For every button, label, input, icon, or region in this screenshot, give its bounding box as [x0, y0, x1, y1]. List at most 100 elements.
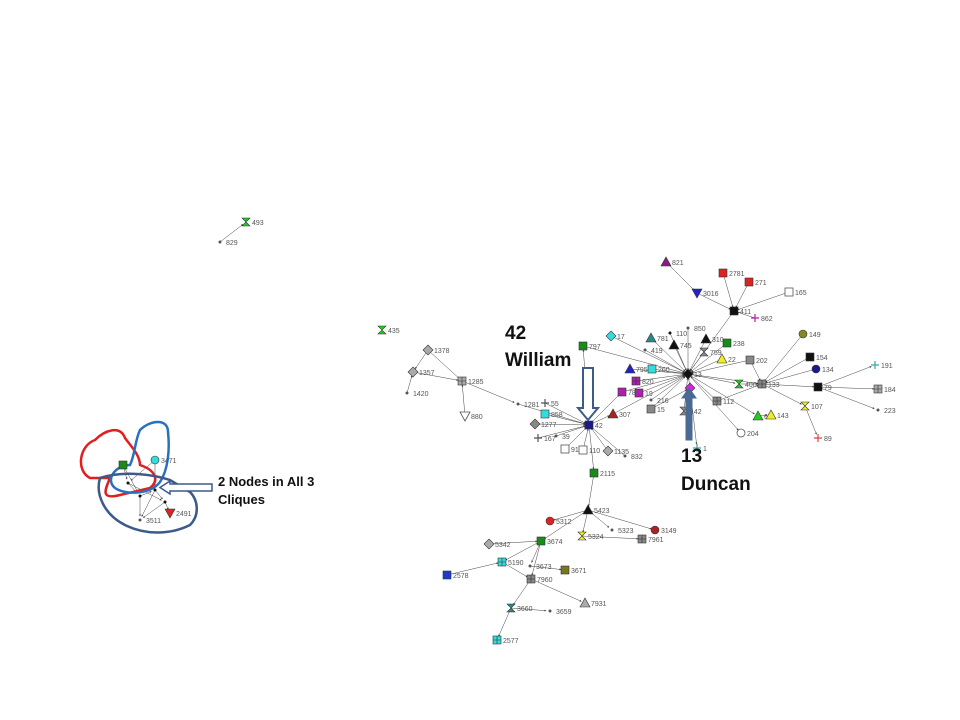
node-797[interactable]: 797: [578, 341, 601, 351]
node-3660[interactable]: 3660: [506, 603, 533, 613]
node-3659[interactable]: 3659: [548, 609, 572, 616]
node-238[interactable]: 238: [722, 338, 745, 348]
node-2115[interactable]: 2115: [589, 468, 615, 478]
node-3673[interactable]: 3673: [528, 564, 552, 571]
node-5423[interactable]: 5423: [582, 504, 610, 515]
node-820[interactable]: 820: [631, 376, 654, 386]
node-15[interactable]: 15: [646, 404, 665, 414]
node-216[interactable]: 216: [649, 398, 669, 405]
node-89[interactable]: 89: [814, 434, 832, 443]
node-310[interactable]: 310: [700, 333, 724, 344]
node-7960[interactable]: 7960: [526, 574, 553, 584]
node-143[interactable]: 143: [765, 409, 789, 420]
node-c1[interactable]: [118, 460, 128, 470]
node-2577[interactable]: 2577: [492, 635, 519, 645]
node-17[interactable]: 17: [605, 330, 625, 342]
node-916[interactable]: 916: [560, 444, 583, 454]
node-493[interactable]: 493: [241, 217, 264, 227]
duncan-name-label: Duncan: [681, 474, 751, 495]
node-5324[interactable]: 5324: [577, 531, 604, 541]
edge-2781-411: [722, 272, 734, 308]
node-107[interactable]: 107: [800, 401, 823, 411]
node-2491[interactable]: 2491: [164, 508, 192, 519]
node-829[interactable]: 829: [218, 240, 238, 247]
node-759[interactable]: 759: [699, 347, 722, 357]
node-5312[interactable]: 5312: [545, 516, 572, 526]
node-271[interactable]: 271: [744, 277, 767, 287]
edge-3471-c3: [130, 459, 156, 481]
node-c5[interactable]: [153, 488, 157, 492]
node-223[interactable]: 223: [876, 408, 896, 415]
node-79[interactable]: 79: [813, 382, 832, 392]
node-55[interactable]: 55: [541, 399, 559, 408]
node-1281[interactable]: 1281: [516, 402, 540, 409]
node-3016[interactable]: 3016: [691, 288, 719, 299]
node-781[interactable]: 781: [645, 332, 669, 343]
node-191b[interactable]: 19: [634, 388, 653, 398]
node-3471[interactable]: 3471: [150, 455, 177, 465]
node-722[interactable]: 22: [716, 353, 736, 364]
node-307[interactable]: 307: [607, 408, 631, 419]
node-1357[interactable]: 1357: [407, 366, 435, 378]
node-c4[interactable]: [138, 494, 142, 498]
node-1135[interactable]: 1135: [602, 445, 629, 457]
node-133[interactable]: 133: [757, 379, 780, 389]
node-149[interactable]: 149: [798, 329, 821, 339]
node-label-17: 17: [617, 334, 625, 341]
node-165[interactable]: 165: [784, 287, 807, 297]
node-1285[interactable]: 1285: [457, 376, 484, 386]
node-3511[interactable]: 3511: [138, 518, 162, 525]
node-marker-1281: [516, 402, 520, 406]
node-112[interactable]: 112: [712, 396, 734, 406]
node-400[interactable]: 400: [734, 379, 757, 389]
node-3674[interactable]: 3674: [536, 536, 563, 546]
node-5190[interactable]: 5190: [497, 557, 524, 567]
node-1102[interactable]: 110: [668, 331, 688, 338]
node-5323[interactable]: 5323: [610, 528, 634, 535]
node-2781[interactable]: 2781: [718, 268, 745, 278]
node-7961[interactable]: 7961: [637, 534, 664, 544]
node-191[interactable]: 191: [871, 361, 893, 370]
node-821[interactable]: 821: [660, 256, 684, 267]
node-862[interactable]: 862: [751, 314, 773, 323]
node-1378[interactable]: 1378: [422, 344, 450, 356]
node-1277[interactable]: 1277: [529, 418, 557, 430]
node-850[interactable]: 850: [686, 326, 706, 333]
node-411[interactable]: 411: [729, 306, 751, 316]
node-419[interactable]: 419: [643, 348, 663, 355]
node-745[interactable]: 745: [668, 339, 692, 350]
node-204[interactable]: 204: [736, 428, 759, 438]
node-5342[interactable]: 5342: [483, 538, 511, 550]
node-label-5312: 5312: [556, 519, 572, 526]
node-76[interactable]: 6: [752, 410, 768, 421]
node-184[interactable]: 184: [873, 384, 896, 394]
node-c6[interactable]: [163, 500, 167, 504]
node-435[interactable]: 435: [377, 325, 400, 335]
edge-307-130: [612, 375, 685, 415]
node-1420[interactable]: 1420: [405, 391, 429, 398]
node-3149[interactable]: 3149: [650, 525, 677, 535]
node-1101[interactable]: 110: [578, 445, 600, 455]
node-label-3659: 3659: [556, 609, 572, 616]
node-782[interactable]: 782: [617, 387, 640, 397]
node-260[interactable]: 260: [647, 364, 670, 374]
node-7931[interactable]: 7931: [579, 597, 607, 608]
node-154[interactable]: 154: [805, 352, 828, 362]
node-832[interactable]: 832: [623, 454, 643, 461]
node-880[interactable]: 880: [459, 411, 483, 422]
node-167[interactable]: 167: [534, 434, 556, 443]
node-3671[interactable]: 3671: [560, 565, 587, 575]
node-134[interactable]: 134: [811, 364, 834, 374]
node-202[interactable]: 202: [745, 355, 768, 365]
node-1[interactable]: 1: [693, 444, 707, 453]
node-marker-310: [700, 333, 712, 344]
node-label-5324: 5324: [588, 534, 604, 541]
node-39[interactable]: 39: [554, 434, 570, 441]
node-130[interactable]: 13: [682, 368, 702, 380]
node-label-15: 15: [657, 407, 665, 414]
node-c3[interactable]: [126, 481, 130, 485]
node-795[interactable]: 795: [624, 363, 648, 374]
node-2578[interactable]: 2578: [442, 570, 469, 580]
node-858[interactable]: 858: [540, 409, 563, 419]
node-42[interactable]: 42: [584, 420, 603, 430]
